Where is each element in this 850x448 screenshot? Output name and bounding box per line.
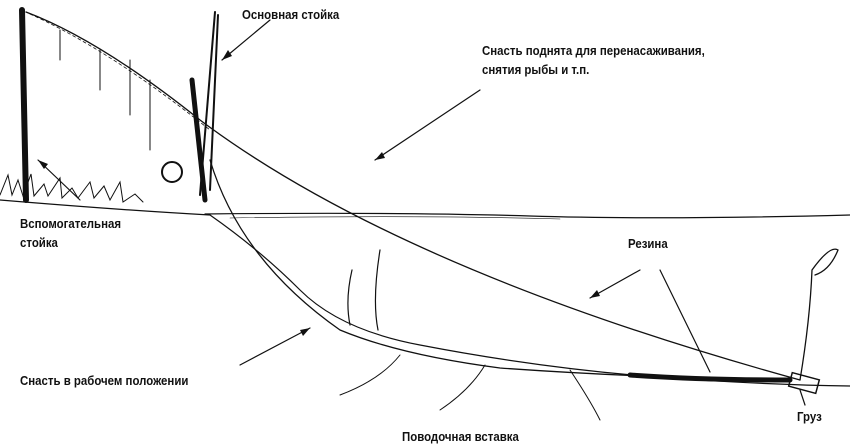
label-rubber: Резина	[628, 236, 668, 251]
main-stand	[189, 77, 208, 203]
label-leader-insert: Поводочная вставка	[402, 429, 519, 444]
weeds	[347, 249, 381, 331]
grass	[0, 173, 144, 203]
reel	[161, 161, 183, 183]
water-surface	[204, 212, 850, 219]
label-aux-stand-2: стойка	[20, 235, 58, 250]
weight	[787, 371, 821, 395]
raised-line	[25, 11, 801, 381]
label-working-line: Снасть в рабочем положении	[20, 373, 189, 388]
label-aux-stand: Вспомогательная	[20, 216, 122, 231]
working-line	[209, 159, 791, 381]
label-raised-line-2: снятия рыбы и т.п.	[482, 62, 590, 77]
label-raised-line: Снасть поднята для перенасаживания,	[482, 43, 705, 58]
buoy-line	[799, 248, 839, 381]
label-main-stand: Основная стойка	[242, 7, 340, 22]
label-weight: Груз	[797, 409, 822, 424]
rubber	[627, 372, 793, 383]
leaders	[339, 354, 601, 421]
rod	[199, 11, 219, 196]
aux-stand	[19, 7, 29, 203]
